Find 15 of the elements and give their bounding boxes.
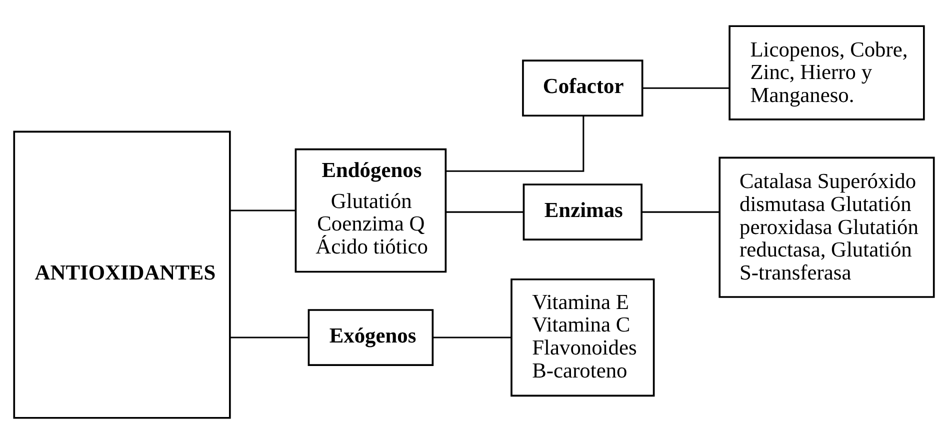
node-box: Catalasa Superóxido dismutasa Glutatión peroxidasa Glutatión reductasa, Glutatión S-transferasa: [718, 156, 935, 298]
connector: [642, 210, 720, 212]
connector: [230, 209, 296, 211]
node-box: Licopenos, Cobre, Zinc, Hierro y Manganeso.: [728, 24, 925, 120]
connector: [446, 115, 584, 172]
node-box: Endógenos Glutatión Coenzima Q Ácido tiótico: [294, 148, 447, 272]
node-box: ANTIOXIDANTES: [13, 130, 231, 418]
connector: [433, 336, 511, 338]
node-box: Exógenos: [308, 308, 434, 366]
node-box: Cofactor: [522, 59, 644, 116]
connector: [642, 86, 730, 88]
node-box: Enzimas: [522, 183, 642, 240]
node-box: Vitamina E Vitamina C Flavonoides B-caroteno: [510, 278, 655, 396]
connector: [446, 210, 524, 212]
connector: [230, 336, 308, 338]
